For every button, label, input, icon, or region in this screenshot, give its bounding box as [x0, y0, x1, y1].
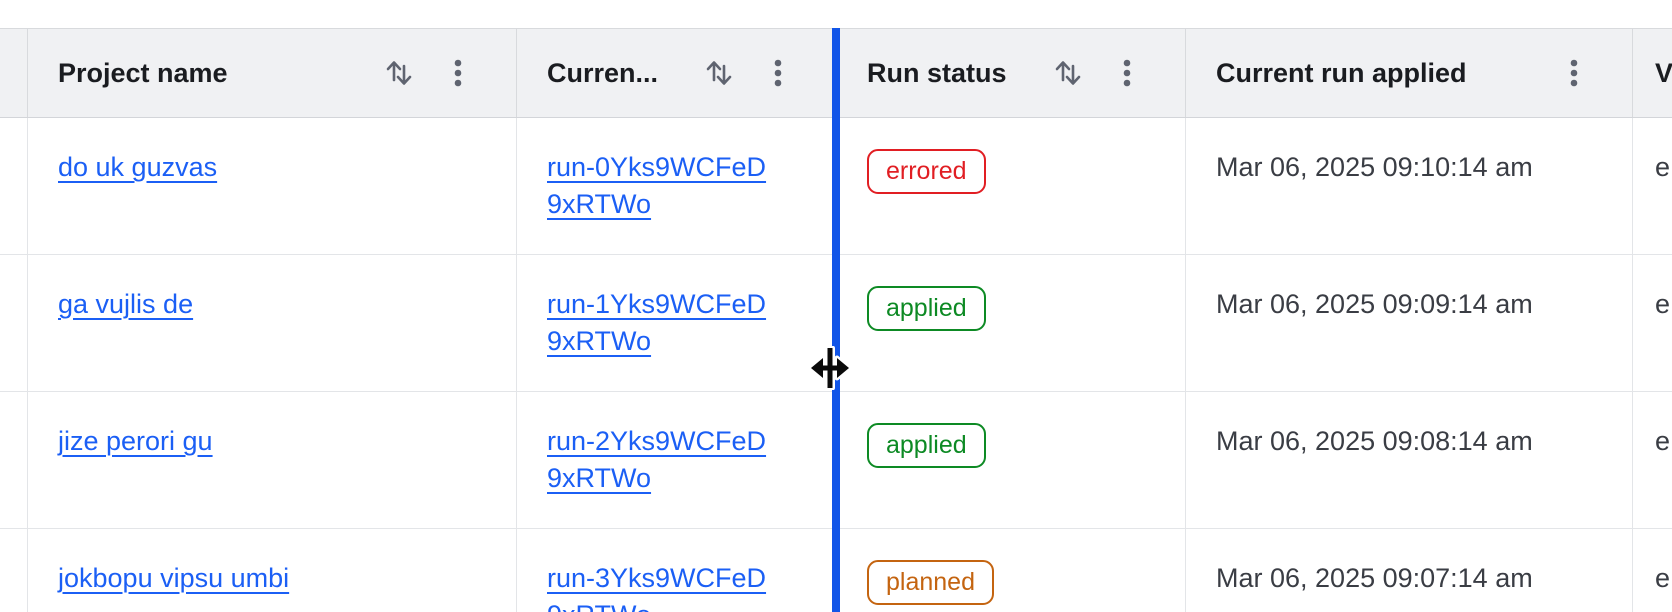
current-run-applied-text: Mar 06, 2025 09:09:14 am — [1216, 289, 1533, 319]
cell-current-run-applied: Mar 06, 2025 09:09:14 am — [1186, 255, 1633, 391]
column-title: Project name — [58, 57, 228, 88]
kebab-menu-icon — [1570, 59, 1578, 87]
cell-current-run-applied: Mar 06, 2025 09:10:14 am — [1186, 118, 1633, 254]
partial-cell-text: e — [1655, 563, 1671, 593]
project-link[interactable]: do uk guzvas — [58, 152, 218, 182]
column-menu-button[interactable] — [1568, 58, 1580, 88]
project-link[interactable]: ga vujlis de — [58, 289, 194, 319]
sort-button[interactable] — [704, 56, 734, 90]
header-cell-current-run-applied: Current run applied — [1186, 29, 1633, 117]
cell-clipped: e — [1633, 529, 1672, 612]
sort-arrows-icon — [706, 61, 732, 85]
column-menu-button[interactable] — [1121, 58, 1133, 88]
partial-cell-text: e — [1655, 426, 1671, 456]
run-link[interactable]: run-3Yks9WCFeD9xRTWo — [547, 563, 767, 612]
sort-arrows-icon — [386, 61, 412, 85]
run-link[interactable]: run-2Yks9WCFeD9xRTWo — [547, 426, 767, 493]
cell-clipped: e — [1633, 255, 1672, 391]
header-cell-run-status: Run status — [837, 29, 1186, 117]
cell-clipped: e — [1633, 392, 1672, 528]
cell-run-status: applied — [837, 255, 1186, 391]
kebab-menu-icon — [774, 59, 782, 87]
table-row: jokbopu vipsu umbi run-3Yks9WCFeD9xRTWo … — [0, 529, 1672, 612]
header-cell-spacer — [0, 29, 28, 117]
cell-current-run: run-3Yks9WCFeD9xRTWo — [517, 529, 837, 612]
sort-button[interactable] — [384, 56, 414, 90]
header-cell-project-name: Project name — [28, 29, 517, 117]
run-link[interactable]: run-0Yks9WCFeD9xRTWo — [547, 152, 767, 219]
partial-cell-text: e — [1655, 152, 1671, 182]
current-run-applied-text: Mar 06, 2025 09:07:14 am — [1216, 563, 1533, 593]
column-menu-button[interactable] — [452, 58, 464, 88]
column-title: V — [1655, 57, 1672, 88]
run-status-badge: applied — [867, 423, 986, 468]
cell-project-name: ga vujlis de — [28, 255, 517, 391]
run-status-badge: planned — [867, 560, 994, 605]
cell-project-name: jize perori gu — [28, 392, 517, 528]
run-status-badge: errored — [867, 149, 986, 194]
cell-current-run: run-1Yks9WCFeD9xRTWo — [517, 255, 837, 391]
kebab-menu-icon — [1123, 59, 1131, 87]
sort-button[interactable] — [1053, 56, 1083, 90]
cell-run-status: errored — [837, 118, 1186, 254]
project-link[interactable]: jize perori gu — [58, 426, 213, 456]
cell-spacer — [0, 118, 28, 254]
cell-current-run: run-2Yks9WCFeD9xRTWo — [517, 392, 837, 528]
project-link[interactable]: jokbopu vipsu umbi — [58, 563, 290, 593]
cell-spacer — [0, 392, 28, 528]
cell-spacer — [0, 255, 28, 391]
cell-project-name: do uk guzvas — [28, 118, 517, 254]
cell-spacer — [0, 529, 28, 612]
column-menu-button[interactable] — [772, 58, 784, 88]
partial-cell-text: e — [1655, 289, 1671, 319]
kebab-menu-icon — [454, 59, 462, 87]
current-run-applied-text: Mar 06, 2025 09:10:14 am — [1216, 152, 1533, 182]
column-title: Current run applied — [1216, 57, 1467, 88]
current-run-applied-text: Mar 06, 2025 09:08:14 am — [1216, 426, 1533, 456]
sort-arrows-icon — [1055, 61, 1081, 85]
cell-current-run: run-0Yks9WCFeD9xRTWo — [517, 118, 837, 254]
cell-clipped: e — [1633, 118, 1672, 254]
column-title: Curren... — [547, 57, 659, 88]
cell-current-run-applied: Mar 06, 2025 09:08:14 am — [1186, 392, 1633, 528]
cell-current-run-applied: Mar 06, 2025 09:07:14 am — [1186, 529, 1633, 612]
run-status-badge: applied — [867, 286, 986, 331]
header-cell-clipped: V — [1633, 29, 1672, 117]
header-cell-current-run: Curren... — [517, 29, 837, 117]
run-link[interactable]: run-1Yks9WCFeD9xRTWo — [547, 289, 767, 356]
column-title: Run status — [867, 57, 1007, 88]
cell-run-status: planned — [837, 529, 1186, 612]
column-resize-line[interactable] — [832, 28, 840, 612]
cell-project-name: jokbopu vipsu umbi — [28, 529, 517, 612]
cell-run-status: applied — [837, 392, 1186, 528]
